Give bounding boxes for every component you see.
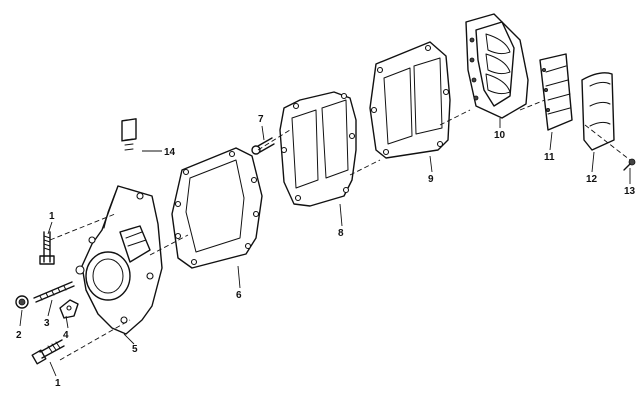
part-1-bolt-lower [31, 339, 65, 365]
callout-7: 7 [258, 114, 264, 125]
callout-13: 13 [624, 186, 636, 197]
part-7-screw [251, 137, 275, 155]
callout-1-lower: 1 [55, 378, 61, 389]
callout-8: 8 [338, 228, 344, 239]
callout-4: 4 [63, 330, 69, 341]
part-6-gasket [171, 147, 263, 269]
part-8-reed-plate [279, 91, 357, 207]
part-14-decal [121, 118, 137, 151]
callouts: 1 1 2 3 4 5 6 7 8 9 10 11 12 13 14 [16, 114, 636, 389]
callout-1-upper: 1 [49, 211, 55, 222]
callout-12: 12 [586, 174, 598, 185]
callout-6: 6 [236, 290, 242, 301]
callout-14: 14 [164, 147, 176, 158]
part-4-clip [59, 299, 79, 319]
part-9-gasket [369, 41, 451, 159]
callout-2: 2 [16, 330, 22, 341]
callout-5: 5 [132, 344, 138, 355]
callout-10: 10 [494, 130, 506, 141]
part-5-inlet-housing [75, 185, 163, 335]
part-2-nut [15, 295, 29, 309]
part-1-bolt-upper [39, 231, 55, 265]
callout-9: 9 [428, 174, 434, 185]
part-10-reed-cage [465, 13, 529, 119]
leader-lines [19, 118, 631, 377]
part-12-reed-stop [581, 72, 615, 151]
part-11-reeds [539, 53, 573, 131]
part-13-screw [623, 158, 636, 171]
part-3-stud [33, 281, 75, 303]
callout-11: 11 [544, 152, 555, 163]
callout-3: 3 [44, 318, 50, 329]
